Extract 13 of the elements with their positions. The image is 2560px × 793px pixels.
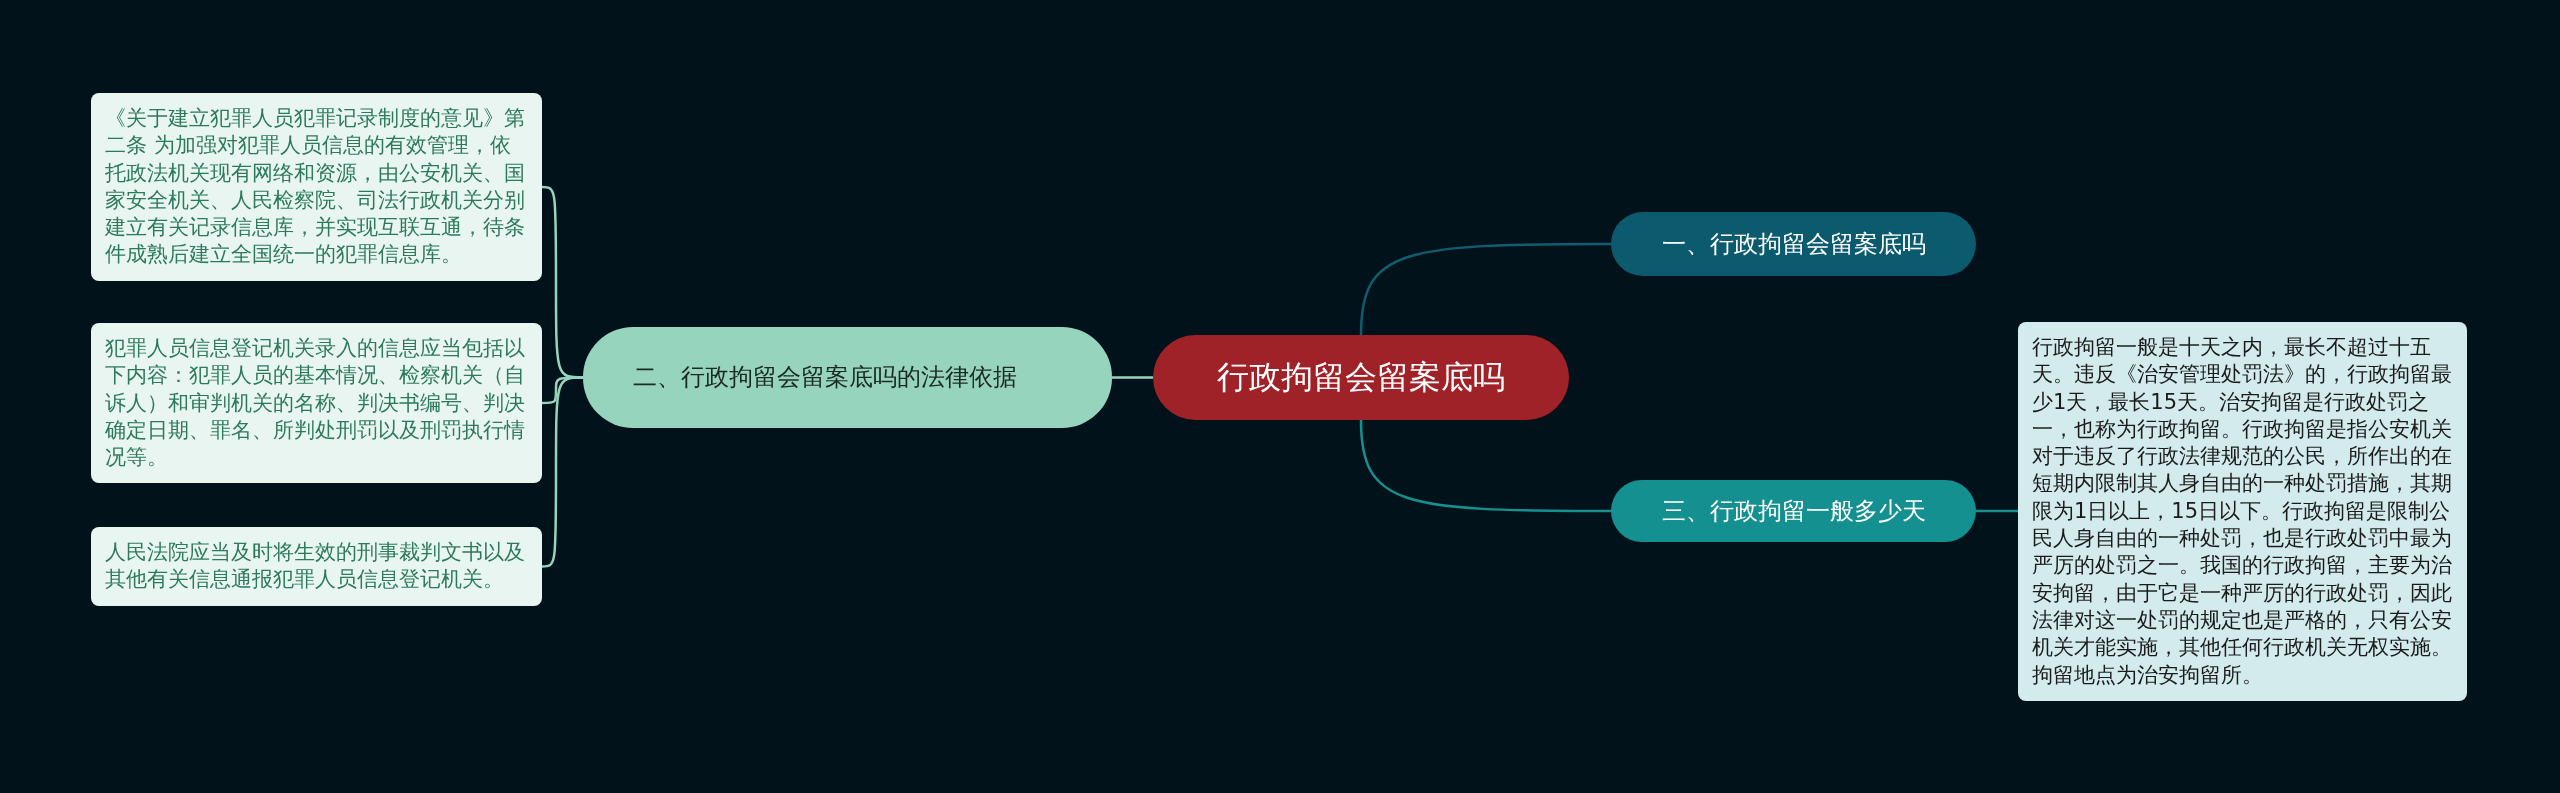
central-topic: 行政拘留会留案底吗 bbox=[1153, 335, 1569, 420]
connector-line bbox=[1359, 242, 1611, 336]
connector-line bbox=[1976, 509, 2018, 513]
topic-box: 一、行政拘留会留案底吗 bbox=[1611, 212, 1976, 276]
note-card: 犯罪人员信息登记机关录入的信息应当包括以下内容：犯罪人员的基本情况、检察机关（自诉人）和审判机关的名称、判决书编号、判决确定日期、罪名、所判处刑罚以及刑罚执行情况等。 bbox=[91, 323, 542, 484]
topic-box: 二、行政拘留会留案底吗的法律依据 bbox=[583, 327, 1112, 428]
connector-line bbox=[1359, 419, 1611, 513]
note-card: 行政拘留一般是十天之内，最长不超过十五天。违反《治安管理处罚法》的，行政拘留最少1天，最长15天。治安拘留是行政处罚之一，也称为行政拘留。行政拘留是指公安机关对于违反了行政法律规范的公民，所作出的在短期内限制其人身自由的一种处罚措施，其期限为1日以上，15日以下。行政拘留是限制公民人身自由的一种处罚，也是行政处罚中最为严厉的处罚之一。我国的行政拘留，主要为治安拘留，由于它是一种严厉的行政处罚，因此法律对这一处罚的规定也是严格的，只有公安机关才能实施，其他任何行政机关无权实施。拘留地点为治安拘留所。 bbox=[2018, 322, 2467, 701]
note-card: 人民法院应当及时将生效的刑事裁判文书以及其他有关信息通报犯罪人员信息登记机关。 bbox=[91, 527, 542, 606]
connector-line bbox=[1112, 376, 1153, 379]
topic-box: 三、行政拘留一般多少天 bbox=[1611, 480, 1976, 542]
note-card: 《关于建立犯罪人员犯罪记录制度的意见》第二条 为加强对犯罪人员信息的有效管理，依托政法机关现有网络和资源，由公安机关、国家安全机关、人民检察院、司法行政机关分别建立有关记录信息库，并实现互联互通，待条件成熟后建立全国统一的犯罪信息库。 bbox=[91, 93, 542, 281]
connector-line bbox=[541, 376, 583, 568]
